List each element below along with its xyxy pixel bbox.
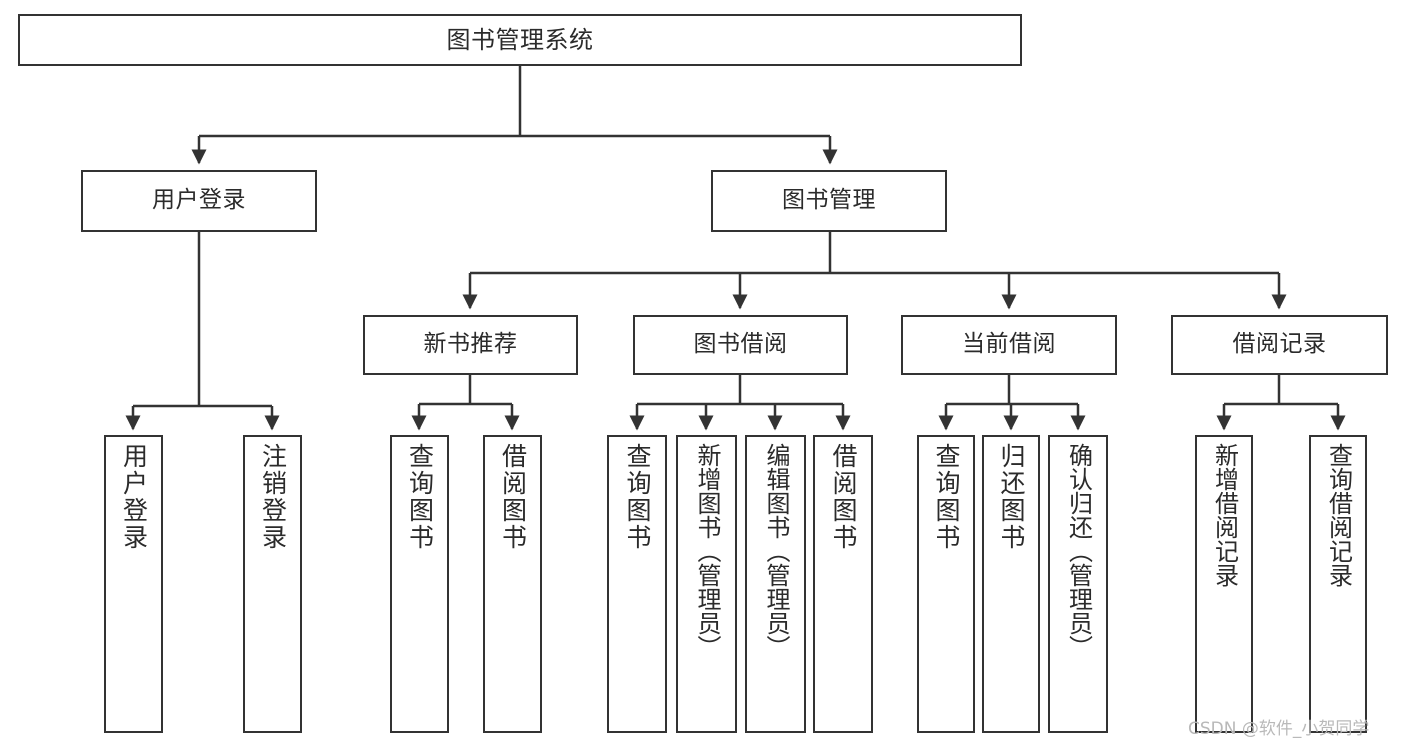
node-label: 归还图书 <box>997 443 1026 551</box>
node-user-login[interactable]: 用户登录 <box>81 170 317 232</box>
node-leaf-borrow-book[interactable]: 借阅图书 <box>813 435 873 733</box>
node-leaf-user-login[interactable]: 用户登录 <box>104 435 163 733</box>
csdn-watermark: CSDN @软件_小贺同学 <box>1188 719 1370 739</box>
node-leaf-query-book-borrow[interactable]: 查询图书 <box>607 435 667 733</box>
node-leaf-logout[interactable]: 注销登录 <box>243 435 302 733</box>
node-book-borrow[interactable]: 图书借阅 <box>633 315 848 375</box>
node-borrow-record[interactable]: 借阅记录 <box>1171 315 1388 375</box>
node-label: 借阅记录 <box>1232 331 1327 358</box>
node-label: 图书借阅 <box>693 331 788 358</box>
node-label: 确认归还（管理员） <box>1064 443 1093 659</box>
node-label: 编辑图书（管理员） <box>761 443 790 659</box>
node-leaf-query-borrow-record[interactable]: 查询借阅记录 <box>1309 435 1367 733</box>
node-leaf-borrow-book-recommend[interactable]: 借阅图书 <box>483 435 542 733</box>
node-book-management[interactable]: 图书管理 <box>711 170 947 232</box>
node-leaf-add-borrow-record[interactable]: 新增借阅记录 <box>1195 435 1253 733</box>
node-leaf-query-book-current[interactable]: 查询图书 <box>917 435 975 733</box>
node-label: 借阅图书 <box>829 443 858 551</box>
node-label: 查询图书 <box>405 443 435 551</box>
node-label: 用户登录 <box>119 443 149 551</box>
node-label: 图书管理系统 <box>446 25 594 54</box>
node-label: 当前借阅 <box>962 331 1056 358</box>
node-label: 注销登录 <box>258 443 288 551</box>
node-leaf-confirm-return-admin[interactable]: 确认归还（管理员） <box>1048 435 1108 733</box>
node-leaf-return-book[interactable]: 归还图书 <box>982 435 1040 733</box>
node-label: 查询图书 <box>932 443 961 551</box>
node-leaf-edit-book-admin[interactable]: 编辑图书（管理员） <box>745 435 806 733</box>
node-label: 查询图书 <box>623 443 652 551</box>
node-leaf-add-book-admin[interactable]: 新增图书（管理员） <box>676 435 737 733</box>
node-label: 图书管理 <box>782 187 876 214</box>
node-label: 新增图书（管理员） <box>692 443 721 659</box>
node-label: 新增借阅记录 <box>1210 443 1239 587</box>
node-label: 借阅图书 <box>498 443 528 551</box>
node-current-borrow[interactable]: 当前借阅 <box>901 315 1117 375</box>
node-label: 用户登录 <box>152 187 246 214</box>
node-label: 查询借阅记录 <box>1324 443 1353 587</box>
node-new-book-recommend[interactable]: 新书推荐 <box>363 315 578 375</box>
node-root-book-management-system[interactable]: 图书管理系统 <box>18 14 1022 66</box>
node-label: 新书推荐 <box>423 331 518 358</box>
node-leaf-query-book-recommend[interactable]: 查询图书 <box>390 435 449 733</box>
